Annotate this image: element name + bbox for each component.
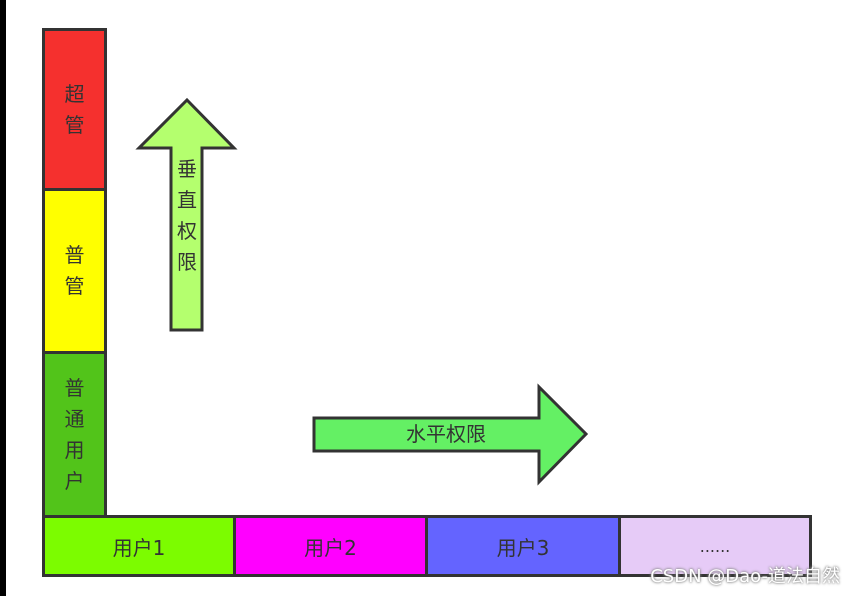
- horizontal-arrow-icon: [312, 383, 589, 486]
- user-more: ......: [618, 515, 812, 577]
- vertical-arrow-icon: [135, 97, 238, 332]
- watermark: CSDN @Dao-道法自然: [650, 566, 840, 587]
- level-normal-admin: 普管: [42, 188, 107, 354]
- diagram-canvas: 超管 普管 普通用户 用户1 用户2 用户3 ...... 垂直权限 水平权限 …: [6, 0, 852, 596]
- arrows-layer: [135, 97, 589, 486]
- horizontal-arrow-label: 水平权限: [406, 422, 486, 446]
- user-1: 用户1: [42, 515, 236, 577]
- user-3-label: 用户3: [496, 535, 550, 560]
- level-normal-user: 普通用户: [42, 351, 107, 518]
- vertical-arrow-label: 垂直权限: [177, 157, 197, 274]
- level-super-admin-label: 超管: [64, 81, 85, 137]
- user-more-label: ......: [699, 536, 731, 556]
- user-1-label: 用户1: [112, 535, 166, 560]
- user-2-label: 用户2: [304, 535, 357, 560]
- level-normal-user-label: 普通用户: [64, 375, 85, 493]
- user-3: 用户3: [425, 515, 621, 577]
- level-normal-admin-label: 普管: [64, 243, 85, 298]
- level-super-admin: 超管: [42, 28, 107, 191]
- user-2: 用户2: [233, 515, 428, 577]
